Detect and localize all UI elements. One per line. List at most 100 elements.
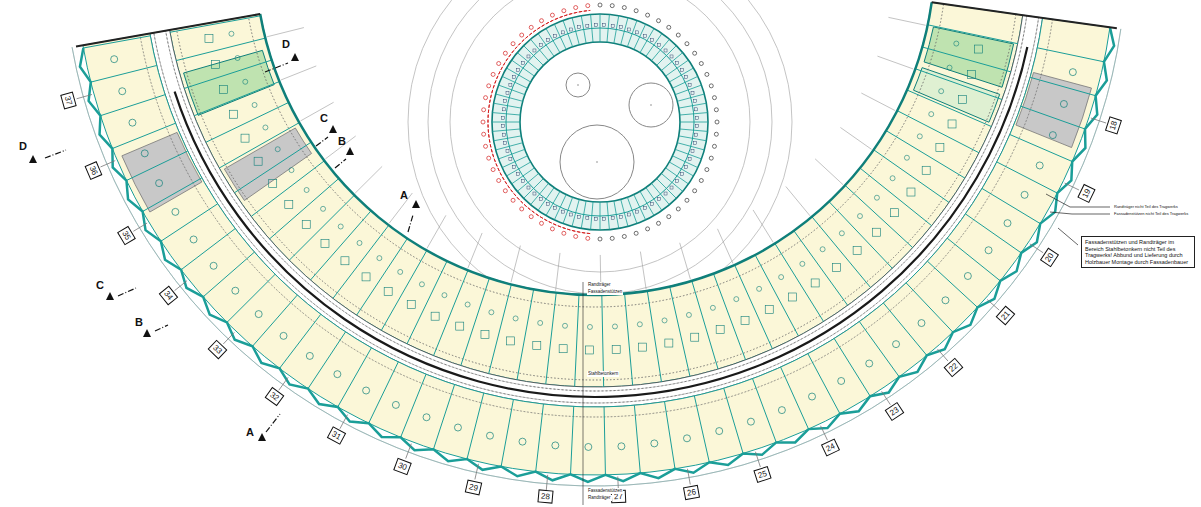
- room-wall: [381, 250, 427, 330]
- furniture: [235, 56, 240, 61]
- column: [586, 236, 590, 240]
- room-wall: [203, 252, 254, 297]
- room-wall: [775, 243, 824, 321]
- room-wall: [1021, 106, 1085, 129]
- axis-label: 36: [87, 164, 99, 176]
- tower-furniture: [670, 55, 673, 58]
- axis-line: [987, 300, 999, 311]
- room-wall: [781, 367, 809, 429]
- furniture: [1060, 100, 1067, 107]
- furniture: [838, 377, 845, 384]
- shaft-circle: [560, 125, 634, 199]
- tower-furniture: [533, 49, 536, 52]
- furniture: [210, 262, 217, 269]
- furniture: [890, 209, 898, 217]
- axis-number: 21: [995, 305, 1015, 325]
- tower-cell: [524, 179, 544, 199]
- section-letter: B: [135, 316, 143, 328]
- tower-furniture: [695, 116, 698, 119]
- room-wall: [83, 36, 150, 48]
- tower-cell: [646, 34, 662, 57]
- axis-number: 25: [754, 466, 772, 483]
- note-label: Fassadenstützen nicht Teil des Tragwerks: [1113, 211, 1189, 216]
- tower-furniture: [569, 213, 572, 216]
- corridor-dashed: [154, 17, 1039, 403]
- room-wall: [280, 314, 321, 368]
- axis-label: 34: [162, 289, 175, 302]
- site-circle: [450, 0, 750, 272]
- section-line: [408, 215, 413, 232]
- section-letter: D: [19, 140, 27, 152]
- furniture: [407, 301, 415, 309]
- furniture: [662, 318, 667, 323]
- tower-cell: [591, 14, 593, 42]
- tower-furniture: [675, 180, 678, 183]
- shaft-center: [596, 161, 598, 163]
- tower-furniture: [502, 108, 505, 111]
- room-wall: [1010, 135, 1072, 162]
- section-letter: B: [338, 135, 346, 147]
- column: [705, 72, 709, 76]
- room-wall: [308, 332, 346, 389]
- shaft-circle: [629, 83, 673, 127]
- tower-cell: [621, 199, 628, 226]
- furniture: [665, 339, 673, 347]
- tower-cell: [492, 113, 520, 115]
- room-wall: [338, 348, 372, 407]
- furniture: [779, 275, 784, 280]
- column: [562, 9, 566, 13]
- leader-line: [1058, 228, 1078, 245]
- tower-cell: [494, 103, 522, 108]
- tower-cell: [673, 76, 698, 88]
- furniture: [747, 418, 754, 425]
- column: [685, 42, 689, 46]
- room-wall: [489, 285, 512, 374]
- furniture: [967, 71, 975, 79]
- grid-line: [427, 215, 446, 248]
- room-wall: [571, 406, 574, 474]
- furniture: [893, 341, 900, 348]
- room-wall: [100, 95, 165, 116]
- tower-cell: [614, 201, 619, 229]
- tower-ring: [506, 28, 694, 216]
- section-line: [45, 150, 66, 158]
- tower-cell: [680, 113, 708, 115]
- section-arrow: [143, 329, 151, 337]
- tower-furniture: [664, 49, 667, 52]
- column: [497, 62, 501, 66]
- furniture: [853, 246, 861, 254]
- furniture: [936, 144, 944, 152]
- corridor-dashed: [166, 16, 1027, 391]
- furniture: [612, 345, 620, 353]
- leader-lines: [583, 194, 1110, 505]
- furniture: [456, 322, 464, 330]
- room-wall: [604, 407, 605, 475]
- furniture: [211, 60, 219, 68]
- furniture: [820, 247, 825, 252]
- building: [72, 2, 1121, 486]
- section-letter: C: [96, 279, 104, 291]
- tower-cell: [675, 85, 701, 95]
- note-text: Fassadenstützen und Randträger im Bereic…: [1085, 239, 1188, 265]
- column: [634, 231, 638, 235]
- tower-cell: [572, 199, 579, 226]
- axis-label: 22: [947, 361, 960, 374]
- section-letter: A: [400, 189, 408, 201]
- section-arrow: [258, 433, 266, 441]
- furniture: [778, 407, 785, 414]
- tower-furniture: [628, 28, 631, 31]
- axis-number: 19: [1077, 184, 1095, 203]
- furniture: [119, 88, 126, 95]
- room-wall: [907, 90, 991, 127]
- column: [693, 51, 697, 55]
- section-line: [155, 325, 168, 331]
- furniture: [985, 247, 992, 254]
- tower-furniture: [527, 55, 530, 58]
- tower-furniture: [539, 44, 542, 47]
- tower-furniture: [502, 133, 505, 136]
- section-arrow: [412, 200, 420, 208]
- furniture: [734, 297, 739, 302]
- tower-furniture: [675, 61, 678, 64]
- room-wall: [112, 123, 175, 148]
